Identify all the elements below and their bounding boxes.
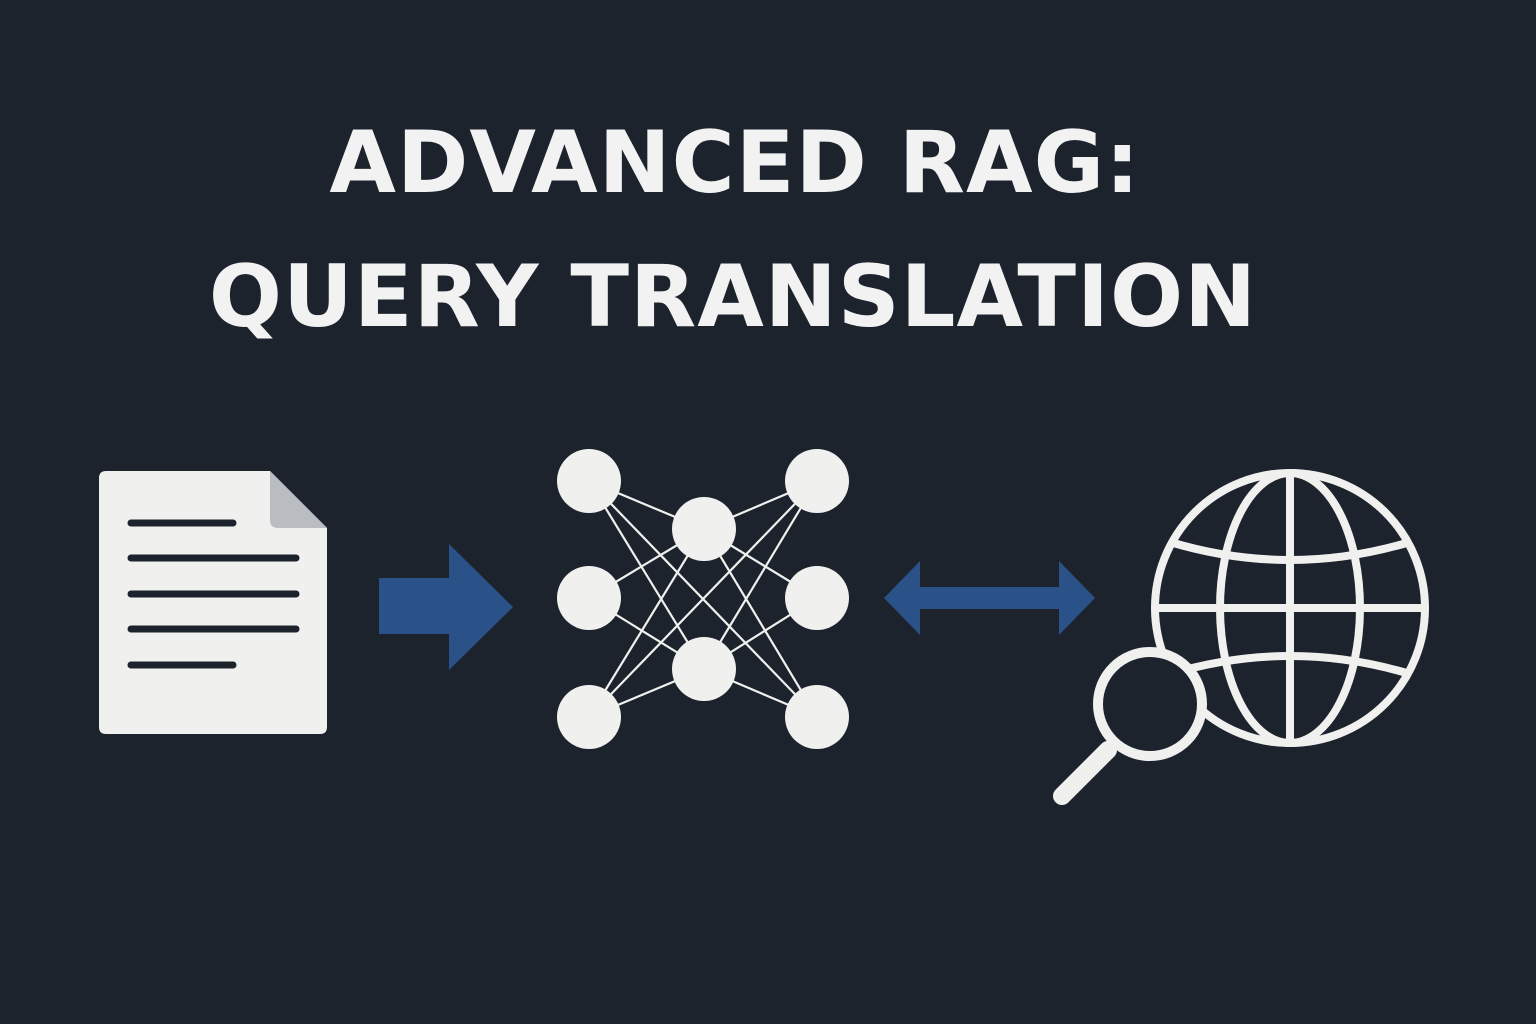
network-edge	[703, 480, 818, 670]
magnifier-icon	[1053, 647, 1207, 805]
network-edge	[588, 480, 818, 718]
globe-parallel	[1168, 538, 1412, 564]
network-node	[557, 449, 621, 513]
document-icon	[99, 471, 327, 734]
network-nodes	[557, 449, 849, 749]
globe-parallel	[1168, 652, 1412, 678]
title-line-1: ADVANCED RAG:	[329, 113, 1141, 213]
network-node	[672, 637, 736, 701]
network-edge	[703, 528, 818, 718]
network-node	[672, 497, 736, 561]
document-fold	[270, 471, 327, 528]
network-node	[785, 685, 849, 749]
network-edge	[588, 480, 705, 670]
network-node	[785, 449, 849, 513]
arrow-left-right-icon	[884, 561, 1095, 635]
title-line-2: QUERY TRANSLATION	[208, 247, 1258, 347]
arrow-right-icon	[379, 544, 513, 670]
globe-icon	[1151, 469, 1429, 747]
network-node	[785, 566, 849, 630]
page-title: ADVANCED RAG: QUERY TRANSLATION	[0, 96, 1466, 364]
document-text-lines	[127, 519, 300, 669]
magnifier-handle	[1053, 741, 1117, 805]
neural-network-icon	[557, 449, 849, 749]
network-node	[557, 566, 621, 630]
globe-meridian	[1216, 469, 1364, 747]
network-node	[557, 685, 621, 749]
network-edge	[588, 528, 705, 718]
magnifier-lens	[1093, 647, 1207, 761]
